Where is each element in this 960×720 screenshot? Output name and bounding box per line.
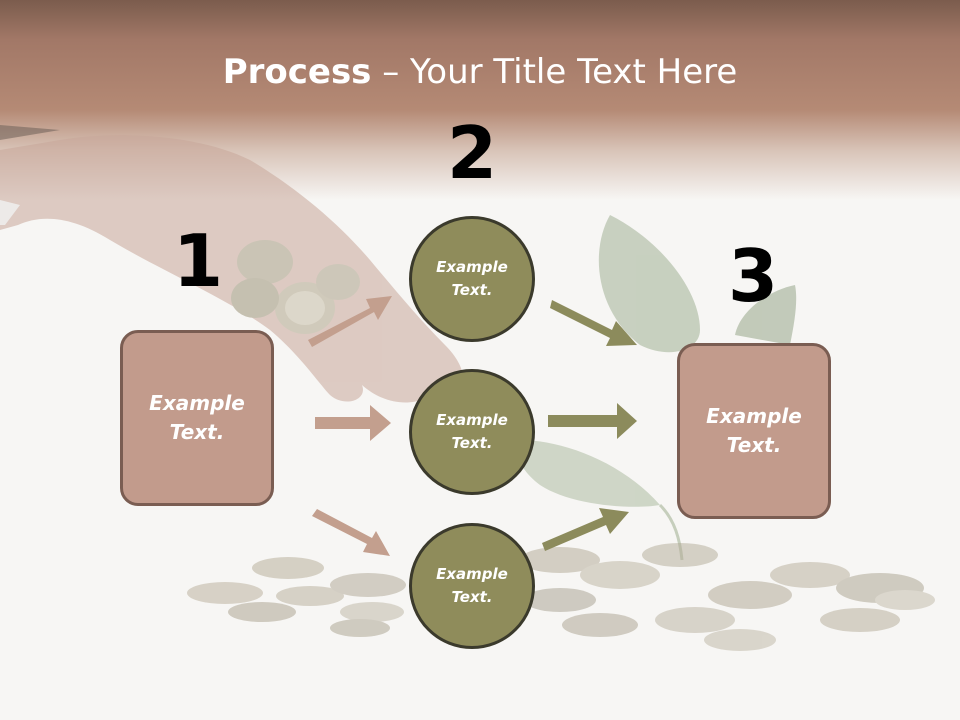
step-number-1: 1 <box>172 219 224 303</box>
step-3-line1: Example <box>706 404 802 428</box>
circle-middle-line1: Example <box>436 411 508 429</box>
step-1-box: Example Text. <box>120 330 274 506</box>
arrow-down-right-olive <box>550 300 637 346</box>
coin-pile-image <box>187 543 935 651</box>
arrow-up-right-olive <box>542 508 629 551</box>
step-2-circle-top: Example Text. <box>409 216 535 342</box>
circle-top-line1: Example <box>436 258 508 276</box>
title-bold: Process <box>222 52 372 92</box>
arrow-up-right-brown <box>308 296 392 347</box>
slide-title: Process – Your Title Text Here <box>0 52 960 92</box>
step-number-3: 3 <box>727 234 779 318</box>
step-2-circle-middle: Example Text. <box>409 369 535 495</box>
circle-top-line2: Text. <box>451 281 493 299</box>
step-number-2: 2 <box>446 111 498 195</box>
arrow-right-brown <box>315 405 391 441</box>
step-3-box: Example Text. <box>677 343 831 519</box>
step-1-line2: Text. <box>169 420 225 444</box>
hand-with-coins-image <box>0 125 463 403</box>
circle-bottom-line2: Text. <box>451 588 493 606</box>
arrow-right-olive <box>548 403 637 439</box>
arrow-down-right-brown <box>312 509 390 556</box>
circle-middle-line2: Text. <box>451 434 493 452</box>
step-2-circle-bottom: Example Text. <box>409 523 535 649</box>
step-3-line2: Text. <box>726 433 782 457</box>
title-rest: – Your Title Text Here <box>371 52 738 92</box>
step-1-line1: Example <box>149 391 245 415</box>
leaf-plant-image <box>518 215 797 561</box>
circle-bottom-line1: Example <box>436 565 508 583</box>
